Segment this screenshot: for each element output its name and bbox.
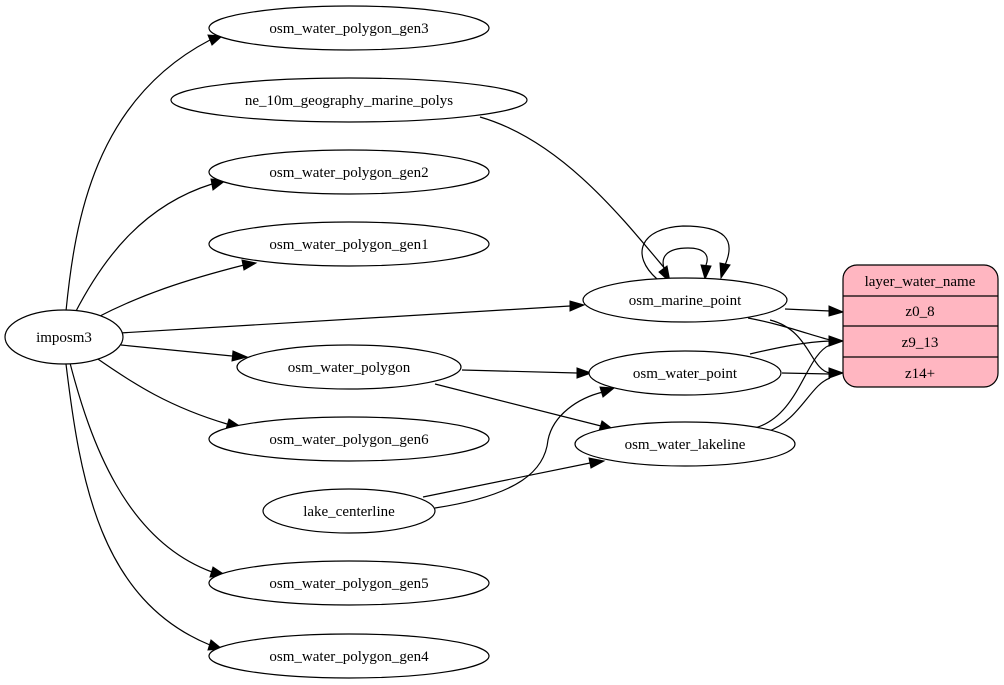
edge-imposm3-to-osm-water-polygon-gen1 (95, 264, 245, 319)
edge-osm-marine-point-to-z9-13 (747, 317, 831, 341)
edges (65, 39, 831, 646)
node-osm-water-lakeline-shape (574, 421, 796, 467)
node-lake-centerline-label: lake_centerline (303, 504, 395, 520)
node-lake-centerline-shape (262, 488, 436, 534)
arrowhead-osm-water-polygon (231, 350, 249, 362)
edge-ne-10m-to-osm-marine-point (479, 116, 667, 271)
record-port-z0-8: z0_8 (905, 304, 934, 320)
node-osm-water-polygon-gen1-shape (208, 221, 490, 267)
node-osm-water-polygon-gen6-shape (208, 416, 490, 462)
arrowhead-self-loop-outer (719, 262, 731, 280)
node-osm-marine-point: osm_marine_point (582, 277, 788, 323)
node-osm-water-polygon-gen5-shape (208, 560, 490, 606)
node-osm-water-lakeline: osm_water_lakeline (574, 421, 796, 467)
edge-osm-water-polygon-to-osm-water-point (461, 369, 578, 374)
edge-osm-water-point-to-z9-13 (749, 340, 831, 355)
node-osm-water-point: osm_water_point (588, 350, 782, 396)
edge-osm-marine-point-to-z0-8 (784, 308, 831, 312)
arrowhead-osm-water-lakeline-from-lake (588, 457, 606, 469)
node-imposm3: imposm3 (4, 309, 124, 365)
edge-osm-marine-point-self-loop-inner (662, 247, 708, 278)
arrowhead-z9-13 (828, 335, 845, 347)
node-osm-water-polygon-gen3: osm_water_polygon_gen3 (208, 5, 490, 51)
edge-imposm3-to-osm-water-polygon-gen2 (74, 183, 213, 314)
node-osm-water-polygon-gen5: osm_water_polygon_gen5 (208, 560, 490, 606)
node-osm-water-polygon-gen1: osm_water_polygon_gen1 (208, 221, 490, 267)
edge-lake-centerline-to-osm-water-lakeline (422, 462, 591, 498)
node-lake-centerline: lake_centerline (262, 488, 436, 534)
edge-lake-centerline-to-osm-water-point (434, 391, 604, 509)
edge-imposm3-to-osm-water-polygon-gen5 (69, 362, 213, 573)
node-osm-marine-point-label: osm_marine_point (629, 293, 742, 309)
node-osm-water-polygon-gen4: osm_water_polygon_gen4 (208, 633, 490, 679)
node-ne-10m-geography-marine-polys-label: ne_10m_geography_marine_polys (245, 93, 453, 109)
record-port-z14: z14+ (905, 366, 935, 382)
node-osm-water-polygon-gen3-label: osm_water_polygon_gen3 (269, 21, 428, 37)
arrowhead-osm-water-polygon-gen3 (207, 34, 224, 46)
node-osm-water-polygon-label: osm_water_polygon (288, 360, 411, 376)
node-osm-water-lakeline-label: osm_water_lakeline (625, 437, 746, 453)
node-osm-marine-point-shape (582, 277, 788, 323)
node-osm-water-polygon-gen4-shape (208, 633, 490, 679)
arrowhead-z0-8 (828, 305, 845, 317)
edge-osm-marine-point-to-z14 (769, 319, 831, 374)
edge-osm-marine-point-self-loop-outer (641, 225, 730, 280)
arrowhead-osm-water-point (576, 367, 593, 379)
edge-osm-water-lakeline-to-z14 (766, 377, 831, 433)
node-osm-water-polygon-gen6: osm_water_polygon_gen6 (208, 416, 490, 462)
arrowhead-z14 (828, 367, 845, 379)
node-osm-water-polygon-gen1-label: osm_water_polygon_gen1 (269, 237, 428, 253)
node-osm-water-point-shape (588, 350, 782, 396)
node-osm-water-polygon: osm_water_polygon (236, 344, 462, 390)
arrowheads (207, 34, 845, 651)
arrowhead-osm-water-polygon-gen1 (241, 259, 258, 271)
arrowhead-self-loop-inner (700, 264, 712, 281)
node-ne-10m-geography-marine-polys-shape (170, 77, 528, 123)
edge-osm-water-lakeline-to-z9-13 (754, 344, 831, 429)
edge-imposm3-to-osm-marine-point (119, 305, 571, 334)
edge-imposm3-to-osm-water-polygon-gen6 (94, 356, 228, 425)
node-osm-water-polygon-shape (236, 344, 462, 390)
edge-osm-water-polygon-to-osm-water-lakeline (434, 383, 602, 427)
node-osm-water-polygon-gen3-shape (208, 5, 490, 51)
node-ne-10m-geography-marine-polys: ne_10m_geography_marine_polys (170, 77, 528, 123)
node-osm-water-point-label: osm_water_point (633, 366, 738, 382)
node-osm-water-polygon-gen2-label: osm_water_polygon_gen2 (269, 165, 428, 181)
arrowhead-osm-marine-point (569, 300, 586, 312)
edge-imposm3-to-osm-water-polygon (120, 344, 233, 357)
node-osm-water-polygon-gen6-label: osm_water_polygon_gen6 (269, 432, 429, 448)
nodes: imposm3 osm_water_polygon_gen3 ne_10m_ge… (4, 5, 999, 679)
layer-water-name-record: layer_water_name z0_8 z9_13 z14+ (842, 264, 999, 388)
node-osm-water-polygon-gen4-label: osm_water_polygon_gen4 (269, 649, 429, 665)
node-osm-water-polygon-gen5-label: osm_water_polygon_gen5 (269, 576, 428, 592)
edge-imposm3-to-osm-water-polygon-gen4 (65, 363, 211, 646)
layer-water-name-title: layer_water_name (865, 274, 976, 290)
node-imposm3-label: imposm3 (36, 330, 92, 346)
node-osm-water-polygon-gen2-shape (208, 149, 490, 195)
arrowhead-osm-water-point-from-lake (599, 386, 616, 398)
edge-imposm3-to-osm-water-polygon-gen3 (65, 39, 211, 312)
node-osm-water-polygon-gen2: osm_water_polygon_gen2 (208, 149, 490, 195)
node-imposm3-shape (4, 309, 124, 365)
record-port-z9-13: z9_13 (902, 335, 939, 351)
